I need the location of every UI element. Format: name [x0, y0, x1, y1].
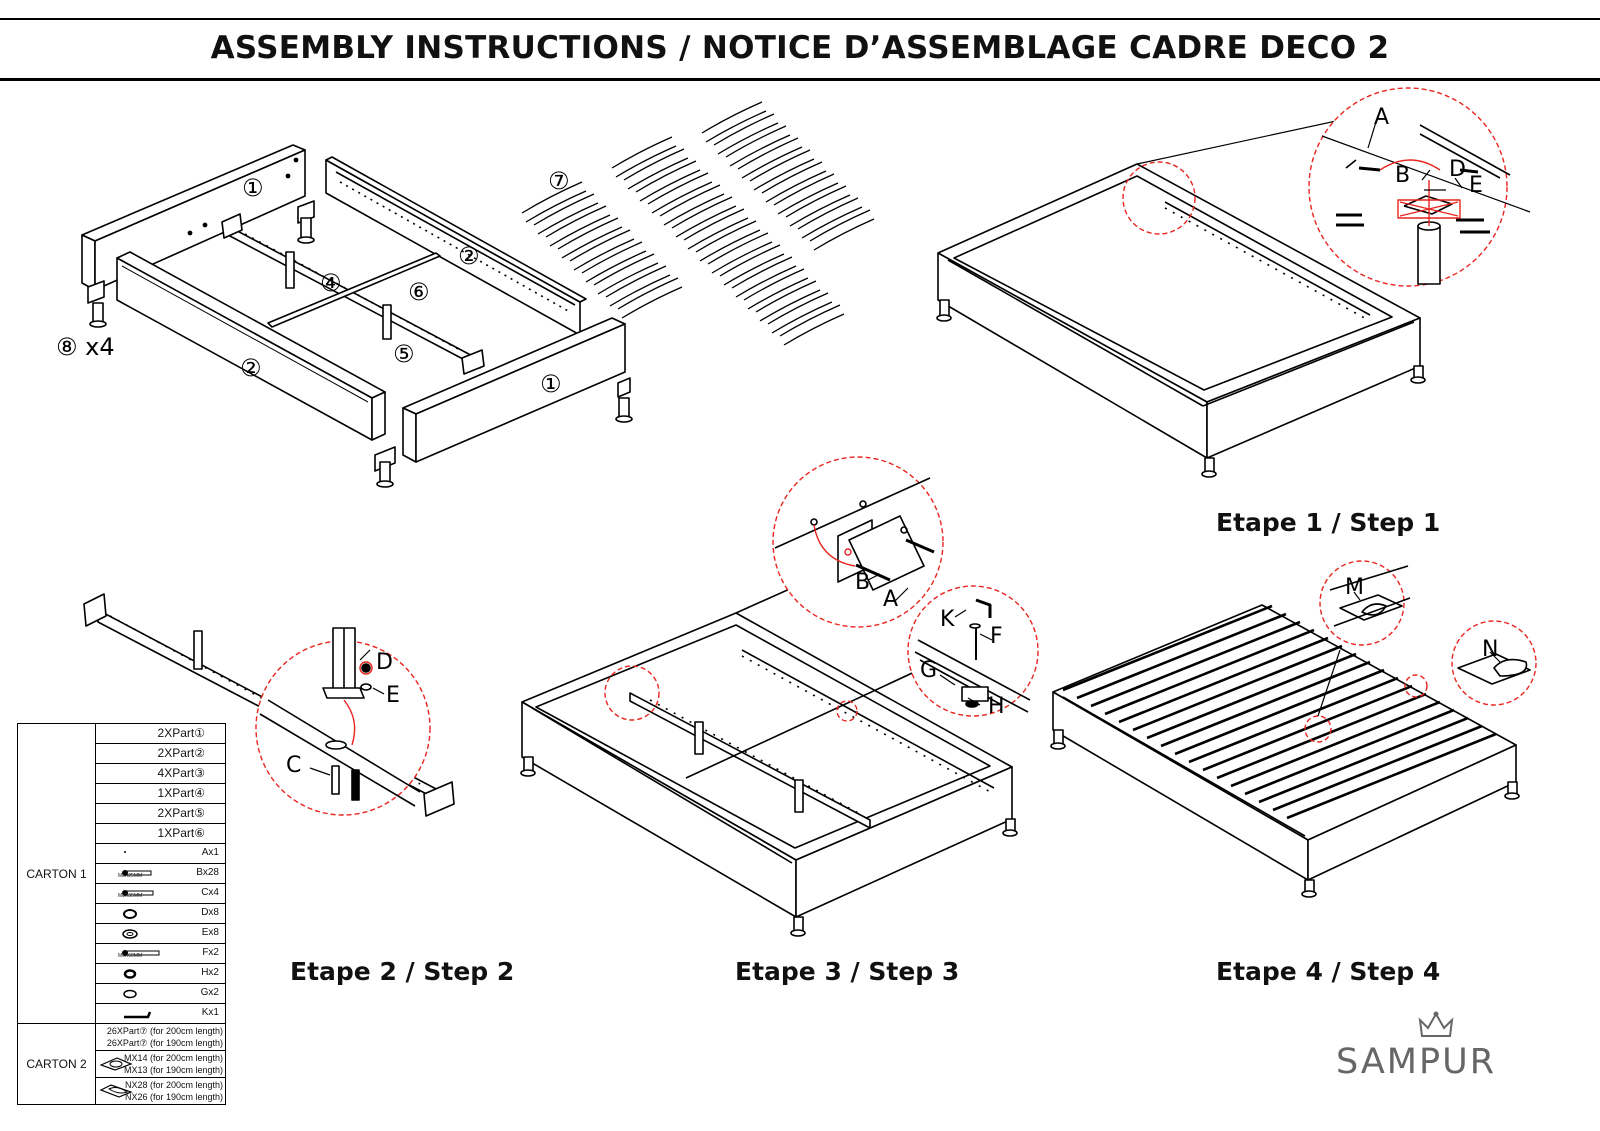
carton1-cell: CARTON 1 [17, 723, 96, 1024]
step3-detail-a [774, 477, 935, 591]
parts-row: 1XPart⑥ [95, 823, 226, 844]
crown-icon [1418, 1011, 1454, 1037]
step3-detail-a-red [813, 524, 856, 567]
label-part4: ④ [320, 269, 342, 297]
parts-row: M8X35MM Cx4 [95, 883, 226, 904]
parts-row: 2XPart⑤ [95, 803, 226, 824]
label-H-step3: H [988, 694, 1005, 719]
lock-washer-icon [123, 909, 137, 919]
label-G-step3: G [920, 658, 937, 683]
label-part1-front: ① [540, 370, 562, 398]
label-F-step3: F [990, 624, 1003, 649]
label-A-step3: A [883, 587, 898, 612]
center-beam-part-4 [221, 213, 485, 375]
label-leaders [309, 121, 1501, 776]
flat-washer-icon [122, 929, 138, 939]
slat-holder-n-icon [99, 1084, 133, 1098]
step3-frame [520, 561, 1018, 937]
label-B-step3: B [855, 570, 870, 595]
step4-caption: Etape 4 / Step 4 [1216, 957, 1441, 986]
nut-icon [123, 969, 137, 979]
washer-icon [123, 989, 137, 999]
slat-holder-m-icon [99, 1057, 133, 1071]
brand-logo: SAMPUR [1336, 1010, 1556, 1090]
brand-name: SAMPUR [1336, 1042, 1497, 1082]
side-rail-part-2-back [325, 156, 587, 336]
top-rule [0, 18, 1600, 20]
label-part2-front: ② [240, 354, 262, 382]
step2-detail [259, 627, 421, 807]
legs-part-8 [87, 200, 633, 488]
parts-row: 26XPart⑦ (for 200cm length)26XPart⑦ (for… [95, 1023, 226, 1051]
step4-detail-m [1329, 565, 1411, 627]
bolt-icon [122, 870, 152, 876]
label-part5: ⑤ [393, 340, 415, 368]
long-bolt-icon [122, 950, 160, 956]
exploded-view [81, 144, 633, 488]
parts-row: M8X25MM Bx28 [95, 863, 226, 884]
parts-row: 2XPart① [95, 723, 226, 744]
slats-part-7 [521, 101, 875, 346]
step1-detail-red [1379, 159, 1461, 226]
step1-caption: Etape 1 / Step 1 [1216, 508, 1441, 537]
parts-row: NX28 (for 200cm length)NX26 (for 190cm l… [95, 1077, 226, 1105]
pin-icon [124, 851, 126, 853]
bolt-long-icon [122, 890, 154, 896]
parts-row: 2XPart② [95, 743, 226, 764]
step2-caption: Etape 2 / Step 2 [290, 957, 515, 986]
side-rail-part-2-front [116, 251, 386, 441]
label-B-step1: B [1395, 163, 1410, 188]
label-part1-back: ① [242, 174, 264, 202]
parts-row: M6X60MM Fx2 [95, 943, 226, 964]
parts-row: 4XPart③ [95, 763, 226, 784]
footboard-part-1 [402, 317, 626, 463]
label-M-step4: M [1345, 575, 1364, 600]
label-A-step1: A [1374, 105, 1389, 130]
step1-frame [936, 117, 1426, 478]
label-K-step3: K [940, 607, 955, 632]
parts-row: MX14 (for 200cm length)MX13 (for 190cm l… [95, 1050, 226, 1078]
step3-detail-b [914, 598, 1031, 713]
label-part6: ⑥ [408, 278, 430, 306]
label-E-step1: E [1469, 173, 1483, 198]
label-N-step4: N [1482, 637, 1498, 662]
cross-slat-part-6 [267, 252, 441, 328]
headboard-part-1 [81, 144, 306, 291]
step4-slats [1062, 604, 1497, 820]
step3-caption: Etape 3 / Step 3 [735, 957, 960, 986]
parts-row: Gx2 [95, 983, 226, 1004]
allen-key-icon [124, 1011, 152, 1019]
step2-detail-red [343, 661, 373, 746]
label-D-step2: D [376, 650, 393, 675]
label-E-step2: E [386, 683, 400, 708]
parts-row: Dx8 [95, 903, 226, 924]
label-part7: ⑦ [548, 167, 570, 195]
title-rule [0, 78, 1600, 81]
carton2-cell: CARTON 2 [17, 1023, 96, 1105]
label-part2-back: ② [458, 242, 480, 270]
label-D-step1: D [1449, 157, 1466, 182]
label-C-step2: C [286, 753, 301, 778]
parts-row: Kx1 [95, 1003, 226, 1024]
parts-row: Hx2 [95, 963, 226, 984]
label-part8: ⑧ x4 [56, 333, 115, 361]
parts-row: Ax1 [95, 843, 226, 864]
step4-detail-n [1457, 653, 1531, 685]
parts-row: Ex8 [95, 923, 226, 944]
parts-row: 1XPart④ [95, 783, 226, 804]
parts-table: CARTON 1 2XPart① 2XPart② 4XPart③ 1XPart④… [17, 723, 226, 1105]
page-title: ASSEMBLY INSTRUCTIONS / NOTICE D’ASSEMBL… [210, 30, 1390, 66]
